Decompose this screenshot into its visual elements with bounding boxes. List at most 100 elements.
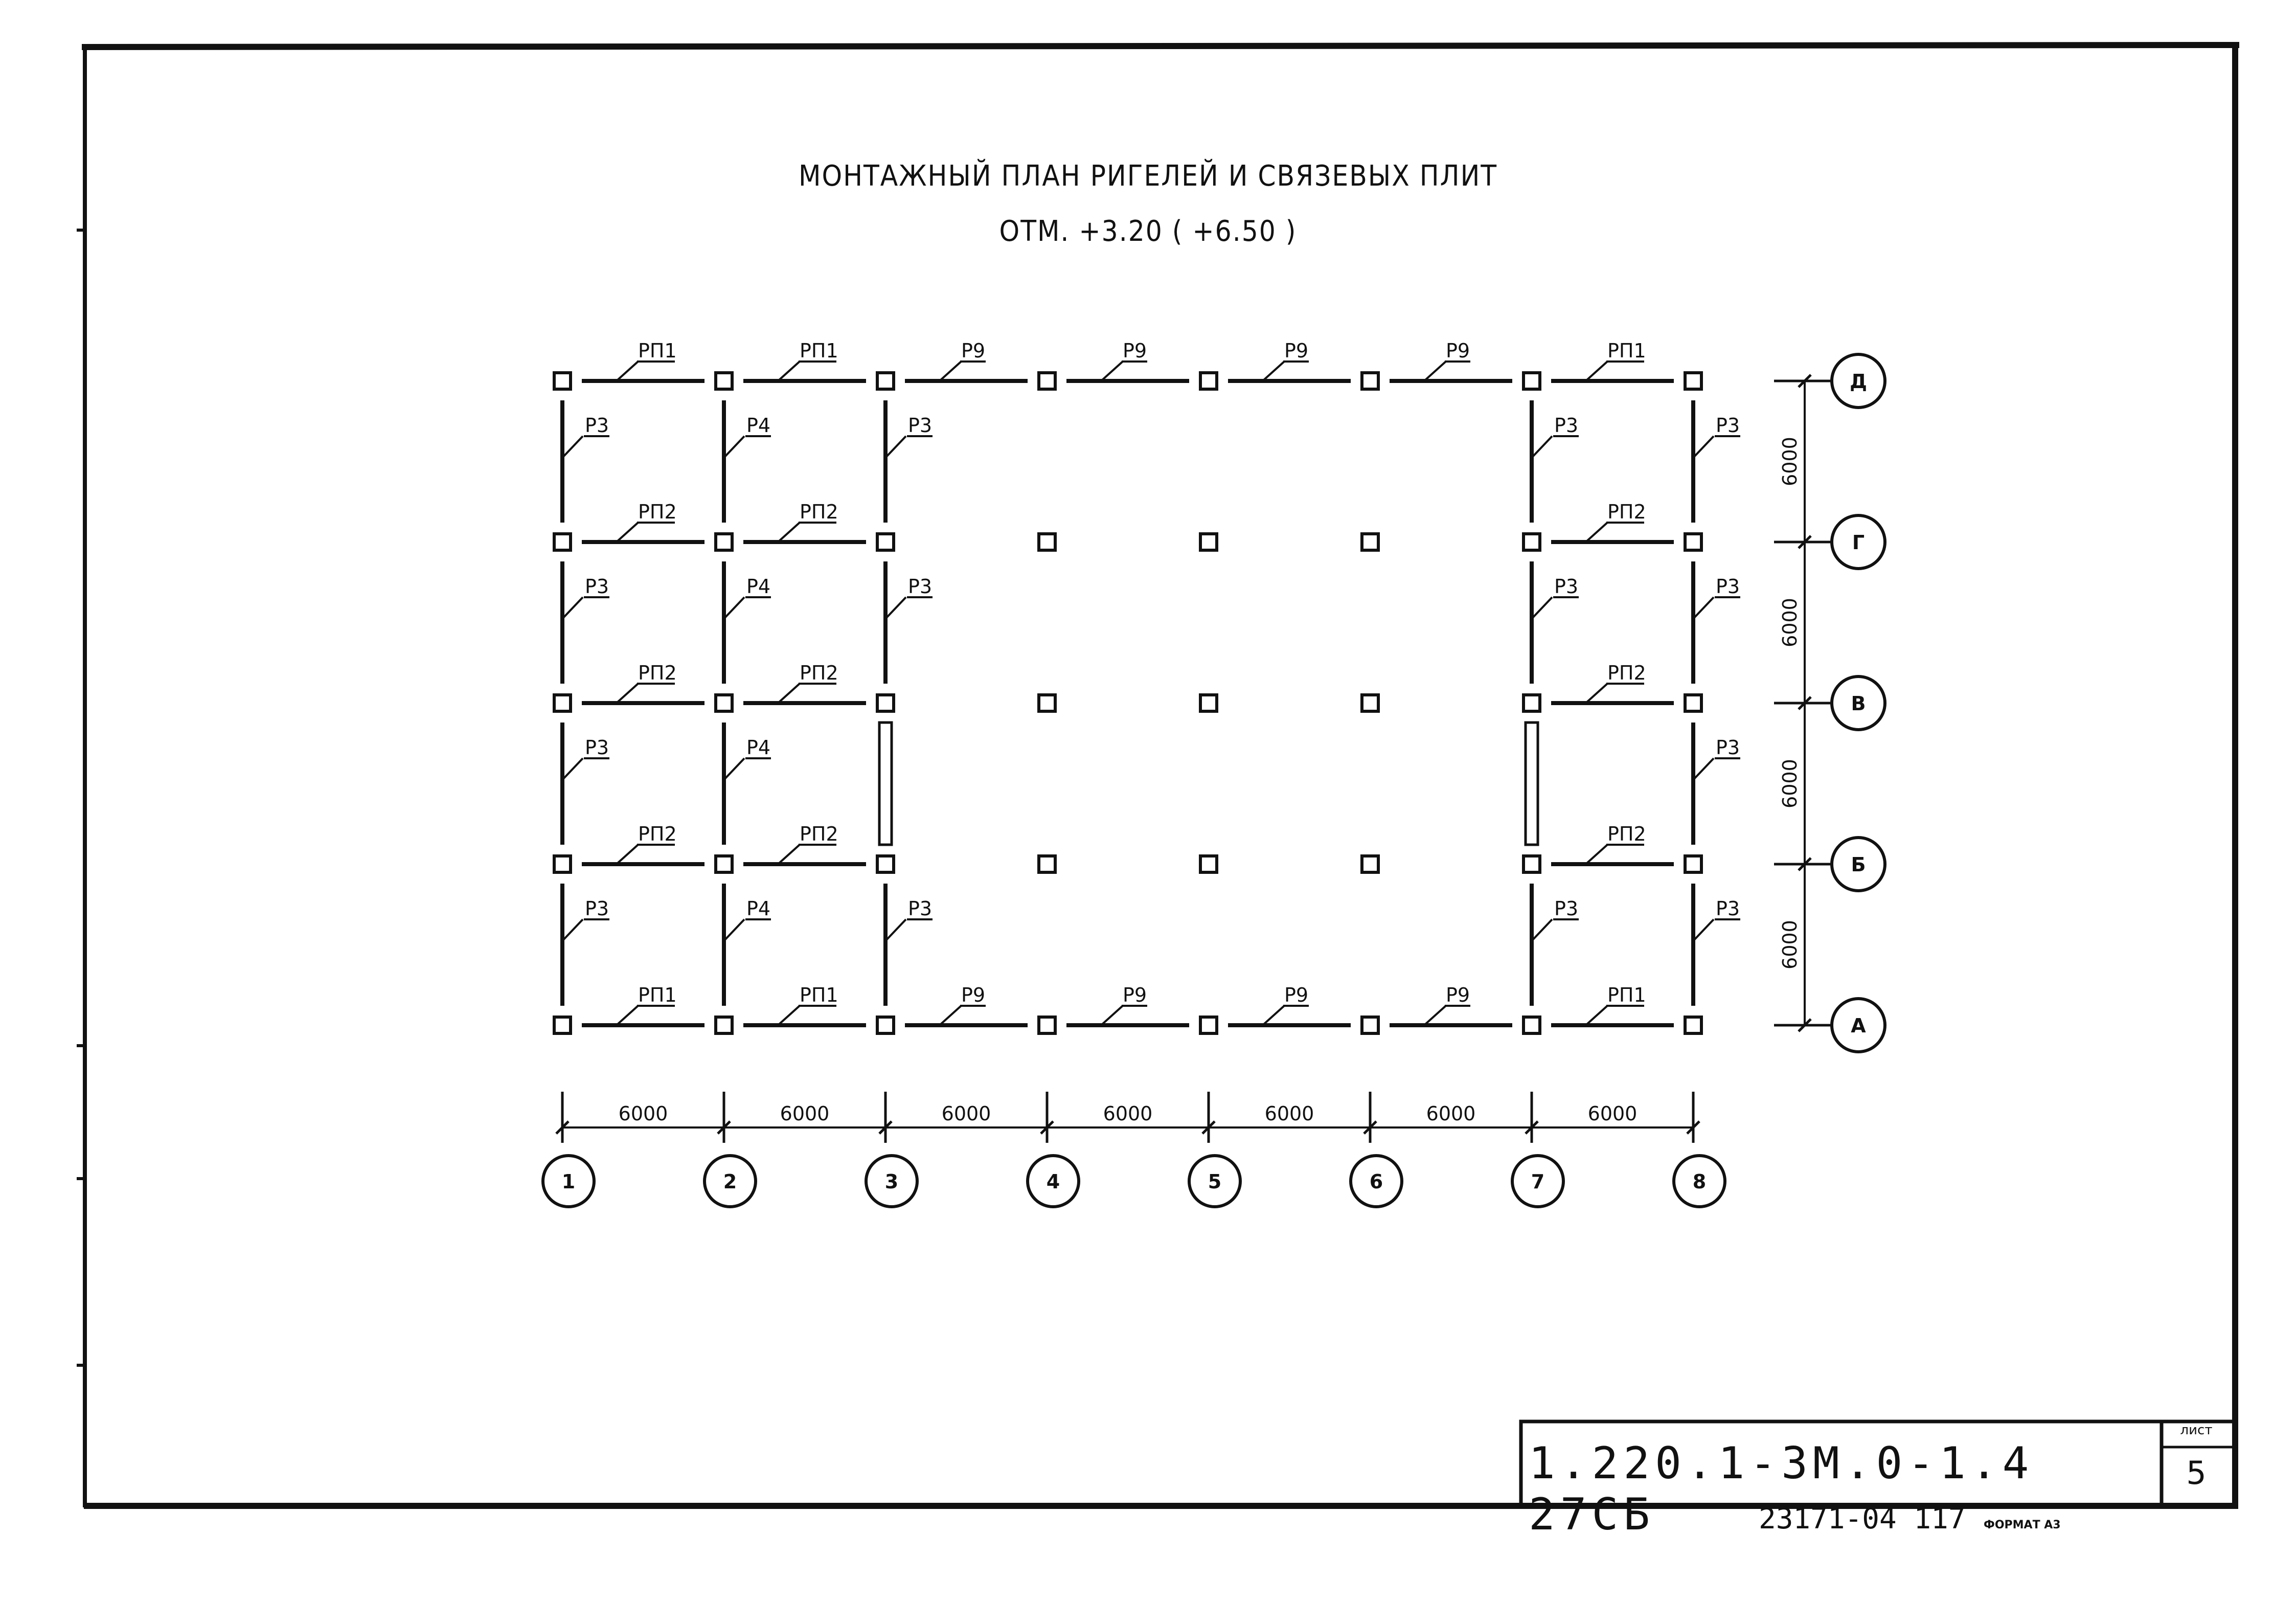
beam-label-А-2: РП1 bbox=[800, 984, 838, 1006]
column-8-В bbox=[1684, 693, 1703, 713]
axis-label-В: В bbox=[1851, 692, 1866, 715]
column-1-Г bbox=[553, 532, 572, 552]
leader bbox=[885, 435, 907, 458]
column-5-Д bbox=[1199, 371, 1218, 391]
leader bbox=[940, 1005, 962, 1025]
beam-label-Г-7: РП2 bbox=[1607, 501, 1646, 523]
leader bbox=[562, 596, 584, 619]
axis-label-6: 6 bbox=[1370, 1170, 1383, 1193]
column-5-Б bbox=[1199, 854, 1218, 874]
leader bbox=[1263, 1005, 1285, 1025]
leader bbox=[1532, 435, 1553, 458]
column-1-Д bbox=[553, 371, 572, 391]
column-6-В bbox=[1360, 693, 1380, 713]
column-6-А bbox=[1360, 1016, 1380, 1035]
dim-text-row-1: 6000 bbox=[1779, 437, 1801, 486]
column-8-Д bbox=[1684, 371, 1703, 391]
beam-label-А-5: Р9 bbox=[1284, 984, 1308, 1006]
axis-label-А: А bbox=[1851, 1014, 1866, 1037]
axis-bubble-6 bbox=[1349, 1154, 1403, 1208]
leader bbox=[617, 360, 639, 381]
dim-text-col-5: 6000 bbox=[1265, 1102, 1314, 1125]
axis-label-1: 1 bbox=[562, 1170, 575, 1193]
axis-label-Б: Б bbox=[1851, 853, 1866, 876]
col-label-2-0: Р4 bbox=[746, 414, 770, 437]
dim-tick-А bbox=[1798, 1018, 1812, 1032]
axis-bubble-5 bbox=[1188, 1154, 1242, 1208]
leader bbox=[617, 683, 639, 703]
column-3-Д bbox=[876, 371, 895, 391]
leader bbox=[885, 596, 907, 619]
sheet-label: лист bbox=[2180, 1423, 2213, 1438]
leader bbox=[1101, 360, 1124, 381]
column-2-Г bbox=[714, 532, 734, 552]
beam-label-А-1: РП1 bbox=[638, 984, 677, 1006]
dim-text-col-6: 6000 bbox=[1426, 1102, 1476, 1125]
beam-label-Д-3: Р9 bbox=[961, 340, 985, 362]
dim-text-col-1: 6000 bbox=[619, 1102, 668, 1125]
dim-text-row-3: 6000 bbox=[1779, 759, 1801, 808]
axis-bubble-В bbox=[1830, 675, 1886, 731]
column-4-Б bbox=[1037, 854, 1057, 874]
column-7-Д bbox=[1522, 371, 1541, 391]
beam-label-А-4: Р9 bbox=[1123, 984, 1147, 1006]
dim-tick-Г bbox=[1798, 535, 1812, 549]
col-label-8-0: Р3 bbox=[1716, 414, 1740, 437]
leader bbox=[724, 596, 745, 619]
beam-label-В-2: РП2 bbox=[800, 662, 838, 684]
column-3-Г bbox=[876, 532, 895, 552]
dim-tick-8 bbox=[1686, 1120, 1700, 1135]
dim-tick-Б bbox=[1798, 857, 1812, 871]
column-6-Б bbox=[1360, 854, 1380, 874]
axis-bubble-3 bbox=[865, 1154, 919, 1208]
leader bbox=[1586, 683, 1608, 703]
column-6-Д bbox=[1360, 371, 1380, 391]
column-7-Б bbox=[1522, 854, 1541, 874]
leader bbox=[778, 1005, 801, 1025]
leader bbox=[562, 918, 584, 941]
column-4-В bbox=[1037, 693, 1057, 713]
leader bbox=[778, 844, 801, 864]
dim-tick-4 bbox=[1040, 1120, 1054, 1135]
col-label-8-3: Р3 bbox=[1716, 897, 1740, 920]
dim-text-row-4: 6000 bbox=[1779, 920, 1801, 969]
col-label-7-3: Р3 bbox=[1554, 897, 1578, 920]
leader bbox=[1693, 435, 1715, 458]
leader bbox=[1586, 522, 1608, 542]
column-1-В bbox=[553, 693, 572, 713]
axis-label-4: 4 bbox=[1047, 1170, 1060, 1193]
axis-bubble-4 bbox=[1026, 1154, 1080, 1208]
leader bbox=[778, 522, 801, 542]
beam-label-Д-1: РП1 bbox=[638, 340, 677, 362]
column-1-Б bbox=[553, 854, 572, 874]
column-2-Б bbox=[714, 854, 734, 874]
axis-bubble-Б bbox=[1830, 836, 1886, 892]
beam-label-Г-1: РП2 bbox=[638, 501, 677, 523]
sheet-frame bbox=[77, 42, 2240, 1509]
column-3-Б bbox=[876, 854, 895, 874]
column-1-А bbox=[553, 1016, 572, 1035]
column-6-Г bbox=[1360, 532, 1380, 552]
col-label-3-3: Р3 bbox=[908, 897, 932, 920]
beam-label-Д-6: Р9 bbox=[1446, 340, 1470, 362]
col-label-2-1: Р4 bbox=[746, 575, 770, 598]
beam-label-В-1: РП2 bbox=[638, 662, 677, 684]
axis-label-3: 3 bbox=[885, 1170, 898, 1193]
leader bbox=[885, 918, 907, 941]
axis-bubble-А bbox=[1830, 997, 1886, 1053]
col-label-3-1: Р3 bbox=[908, 575, 932, 598]
archive-number: 23171-04 117 bbox=[1759, 1502, 1966, 1536]
leader bbox=[1586, 844, 1608, 864]
column-4-Г bbox=[1037, 532, 1057, 552]
leader bbox=[1532, 596, 1553, 619]
col-label-1-1: Р3 bbox=[585, 575, 609, 598]
leader bbox=[1586, 1005, 1608, 1025]
beam-label-Б-7: РП2 bbox=[1607, 823, 1646, 845]
dim-tick-5 bbox=[1201, 1120, 1216, 1135]
leader bbox=[1263, 360, 1285, 381]
leader bbox=[1693, 757, 1715, 780]
